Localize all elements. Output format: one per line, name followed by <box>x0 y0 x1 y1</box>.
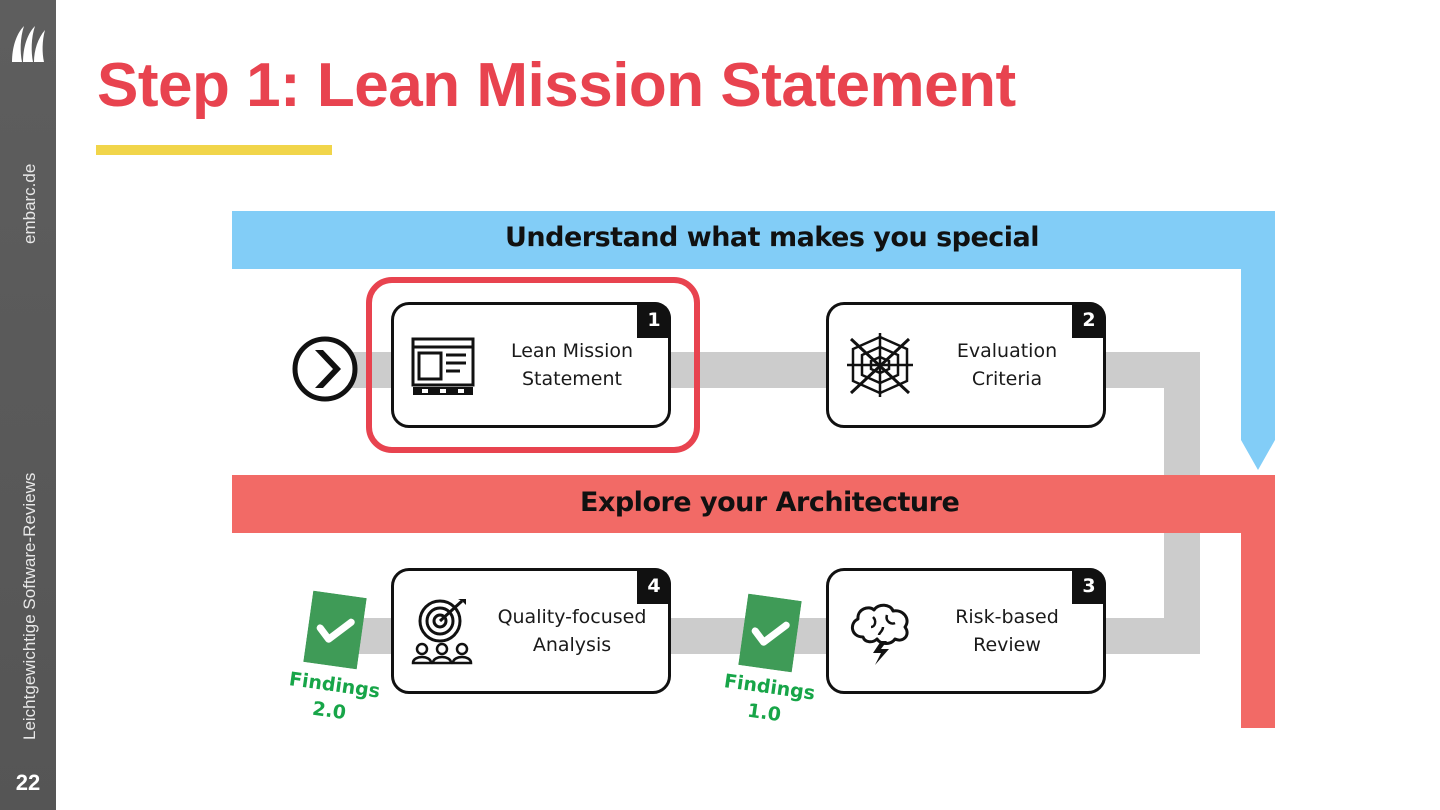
step-card-quality-analysis[interactable]: Quality-focused Analysis 4 <box>391 568 671 694</box>
spider-web-icon <box>847 333 913 397</box>
step-3-number: 3 <box>1072 568 1106 604</box>
sail-logo-icon <box>12 26 45 62</box>
step-2-number: 2 <box>1072 302 1106 338</box>
chevron-right-circle-icon <box>292 336 358 402</box>
step-3-label: Risk-based Review <box>955 606 1059 656</box>
step-2-label: Evaluation Criteria <box>956 340 1058 390</box>
step-1-number: 1 <box>637 302 671 338</box>
step-4-number: 4 <box>637 568 671 604</box>
canvas-board-icon <box>411 337 475 395</box>
checkmark-icon <box>738 593 802 673</box>
sidebar: embarc.de Leichtgewichtige Software-Revi… <box>0 0 56 810</box>
top-band <box>232 211 1275 470</box>
step-4-label: Quality-focused Analysis <box>497 606 647 656</box>
step-card-lean-mission[interactable]: Lean Mission Statement 1 <box>391 302 671 428</box>
step-1-label: Lean Mission Statement <box>510 340 634 390</box>
checkmark-icon <box>303 590 367 670</box>
title-underline <box>96 145 332 155</box>
middle-band <box>232 475 1275 728</box>
step-1-highlight <box>366 277 700 453</box>
middle-band-label: Explore your Architecture <box>580 487 960 518</box>
page-number: 22 <box>15 770 41 795</box>
top-band-label: Understand what makes you special <box>505 222 1040 253</box>
target-team-icon <box>411 599 473 665</box>
step-card-risk-based-review[interactable]: Risk-based Review 3 <box>826 568 1106 694</box>
slide-title: Step 1: Lean Mission Statement <box>97 51 1016 120</box>
step-card-evaluation-criteria[interactable]: Evaluation Criteria 2 <box>826 302 1106 428</box>
brain-lightning-icon <box>850 603 909 665</box>
